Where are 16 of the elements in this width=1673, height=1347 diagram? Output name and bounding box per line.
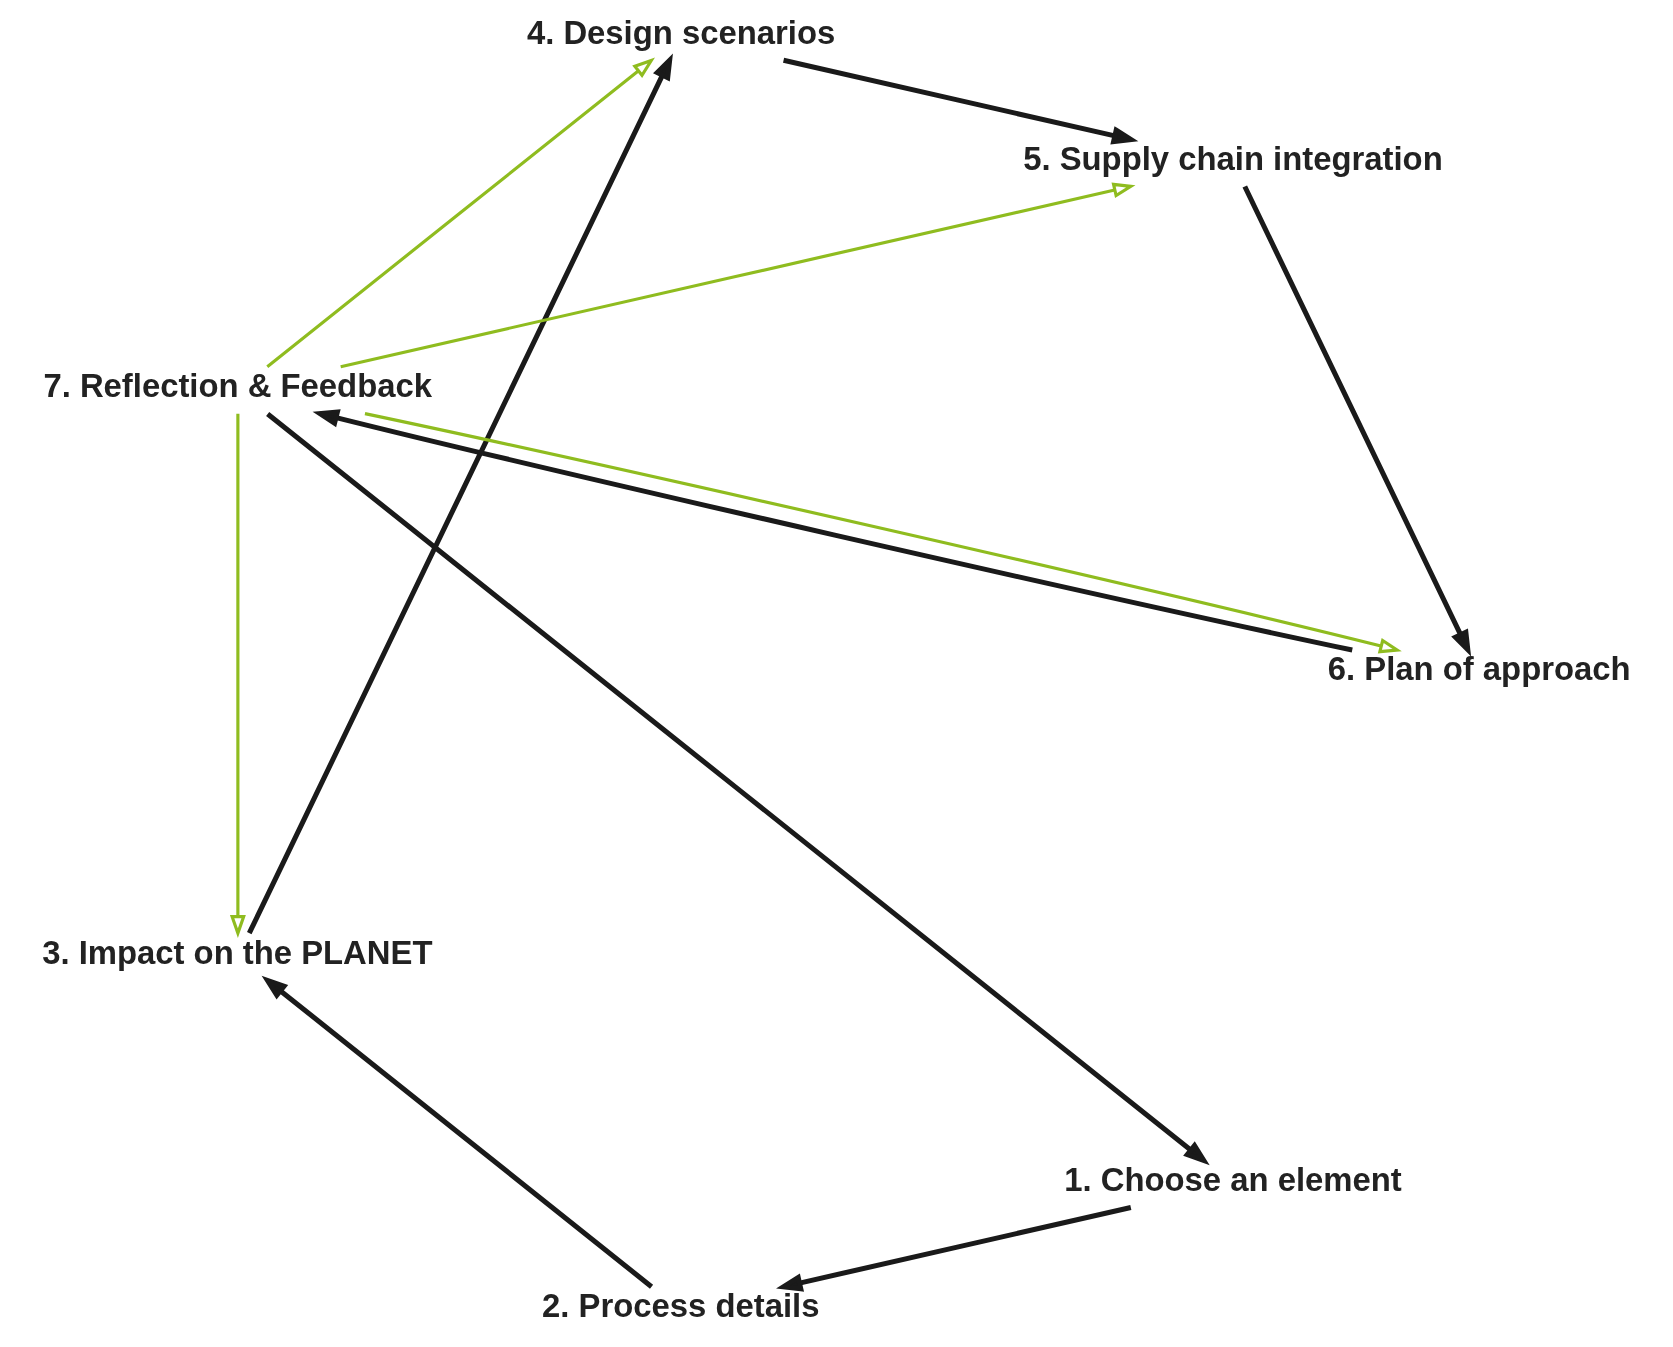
arrow	[247, 53, 673, 935]
arrow	[229, 413, 246, 938]
arrow	[266, 411, 1210, 1166]
node-text: 4. Design scenarios	[526, 13, 836, 51]
node-text: 2. Process details	[542, 1286, 820, 1324]
node-text: 6. Plan of approach	[1327, 650, 1631, 688]
arrow	[340, 182, 1136, 369]
node-text: 5. Supply chain integration	[1023, 139, 1443, 177]
arrow	[261, 975, 654, 1289]
arrow	[1242, 185, 1472, 657]
node-text: 3. Impact on the PLANET	[42, 933, 433, 971]
node-text: 7. Reflection & Feedback	[43, 366, 433, 404]
arrow	[783, 57, 1139, 145]
arrow	[776, 1205, 1132, 1292]
node-text: 1. Choose an element	[1064, 1160, 1402, 1198]
arrow	[266, 57, 655, 368]
